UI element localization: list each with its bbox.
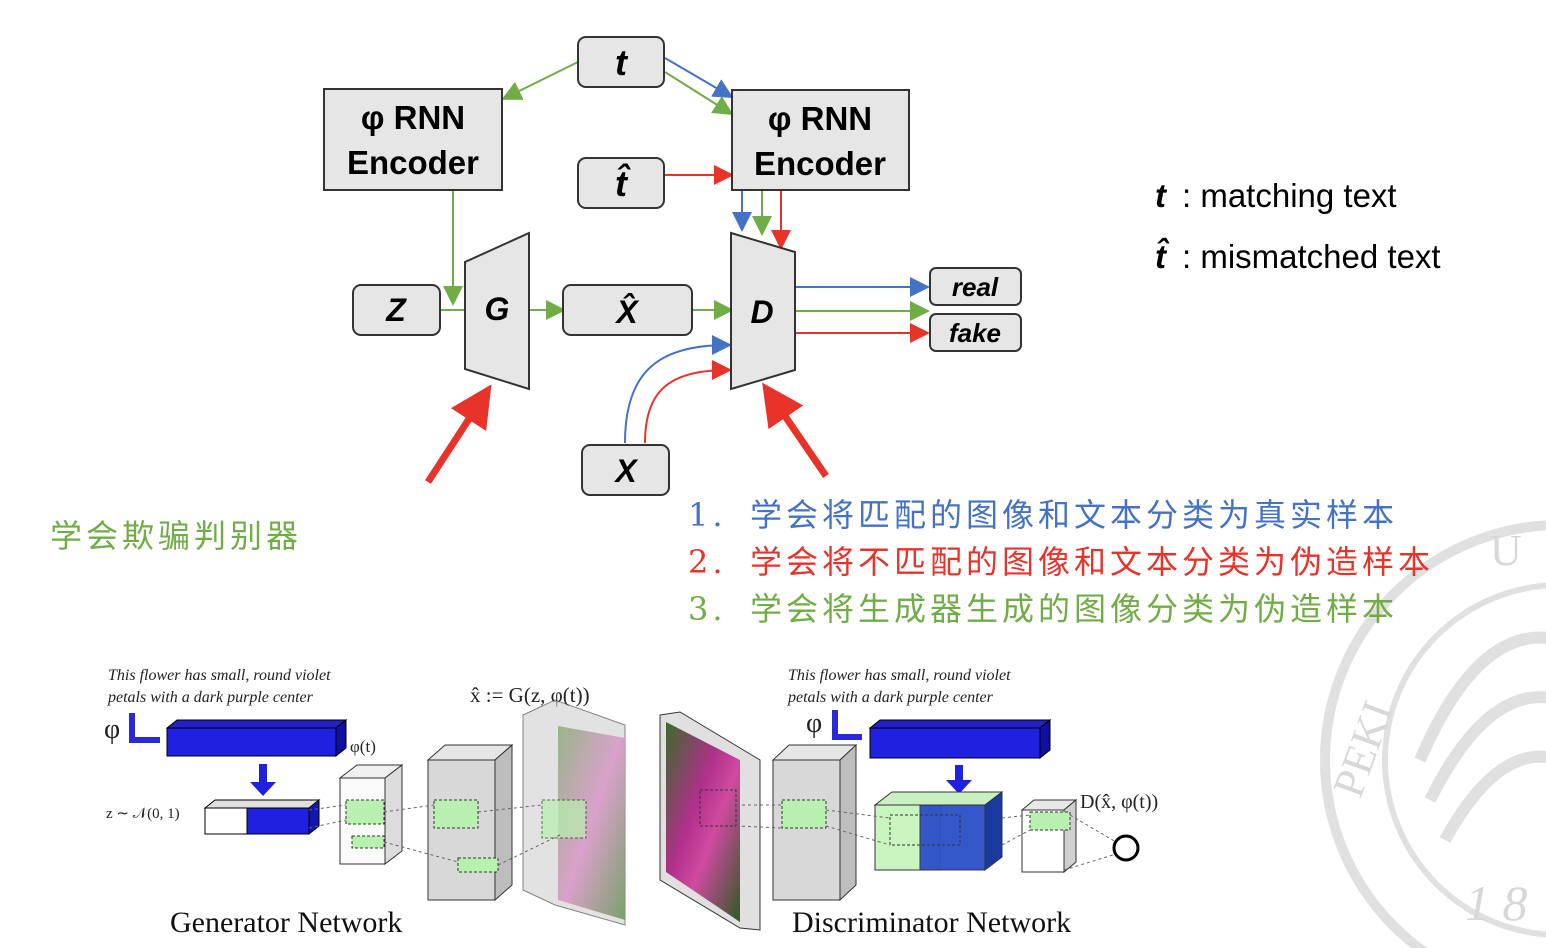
svg-text:This flower has small, round v: This flower has small, round violet: [108, 667, 331, 684]
legend: t : matching text t̂ : mismatched text: [1155, 177, 1441, 275]
node-x: X: [581, 444, 670, 496]
svg-text:This flower has small, round v: This flower has small, round violet: [788, 667, 1011, 684]
svg-text:petals with a dark purple cent: petals with a dark purple center: [107, 689, 314, 706]
svg-text:φ: φ: [806, 708, 822, 739]
big-red-arrow-to-g: [425, 384, 492, 484]
svg-text:z ∼ 𝒩(0, 1): z ∼ 𝒩(0, 1): [106, 806, 180, 822]
svg-text:D: D: [750, 294, 773, 330]
generator-trapezoid: G: [464, 231, 530, 391]
connections: [440, 57, 930, 444]
svg-text:Z: Z: [385, 292, 407, 328]
node-t: t: [577, 36, 665, 88]
svg-text:X: X: [613, 453, 638, 489]
svg-text:x̂ := G(z, φ(t)): x̂ := G(z, φ(t)): [470, 683, 590, 707]
rnn-encoder-left: φ RNN Encoder: [323, 88, 503, 191]
legend-symbol-t: t: [1155, 177, 1168, 214]
node-x-hat: X̂: [562, 284, 693, 336]
discriminator-trapezoid: D: [730, 231, 796, 391]
svg-text:φ: φ: [104, 714, 120, 745]
goal-2-text: 学会将不匹配的图像和文本分类为伪造样本: [750, 543, 1434, 581]
svg-text:Encoder: Encoder: [347, 144, 479, 181]
goal-2-num: 2.: [688, 543, 727, 581]
svg-text:1 8: 1 8: [1465, 875, 1528, 931]
generator-network-figure: This flower has small, round violet peta…: [104, 667, 626, 939]
discriminator-network-label: Discriminator Network: [792, 906, 1071, 939]
university-seal-watermark: PEKI U 1 8: [1320, 520, 1546, 948]
legend-text-matching: : matching text: [1182, 177, 1397, 214]
generator-network-label: Generator Network: [170, 906, 402, 939]
caption-fool-discriminator: 学会欺骗判别器: [50, 517, 302, 555]
svg-text:G: G: [485, 291, 510, 327]
svg-text:fake: fake: [949, 318, 1001, 348]
big-red-arrow-to-d: [762, 382, 829, 478]
output-real: real: [929, 267, 1022, 306]
goal-3-num: 3.: [688, 590, 727, 628]
svg-text:Encoder: Encoder: [754, 145, 886, 182]
svg-text:petals with a dark purple cent: petals with a dark purple center: [787, 689, 994, 706]
svg-text:PEKI: PEKI: [1323, 695, 1402, 804]
discriminator-goals-list: 1. 学会将匹配的图像和文本分类为真实样本 2. 学会将不匹配的图像和文本分类为…: [688, 496, 1434, 628]
svg-text:φ(t): φ(t): [350, 737, 376, 756]
svg-text:real: real: [952, 272, 999, 302]
goal-1-num: 1.: [688, 496, 727, 534]
svg-text:t: t: [615, 42, 629, 83]
svg-text:U: U: [1490, 526, 1522, 575]
discriminator-network-figure: This flower has small, round violet peta…: [659, 667, 1158, 939]
svg-text:X̂: X̂: [614, 293, 639, 330]
rnn-encoder-right: φ RNN Encoder: [731, 89, 910, 191]
legend-symbol-t-hat: t̂: [1155, 238, 1170, 275]
svg-text:φ RNN: φ RNN: [768, 100, 872, 137]
goal-3-text: 学会将生成器生成的图像分类为伪造样本: [750, 590, 1398, 628]
output-fake: fake: [929, 313, 1022, 352]
node-z: Z: [352, 284, 441, 336]
svg-text:D(x̂, φ(t)): D(x̂, φ(t)): [1080, 791, 1158, 813]
goal-1-text: 学会将匹配的图像和文本分类为真实样本: [750, 496, 1398, 534]
svg-text:φ RNN: φ RNN: [361, 99, 465, 136]
legend-text-mismatched: : mismatched text: [1182, 238, 1441, 275]
node-t-hat: t̂: [577, 157, 665, 209]
